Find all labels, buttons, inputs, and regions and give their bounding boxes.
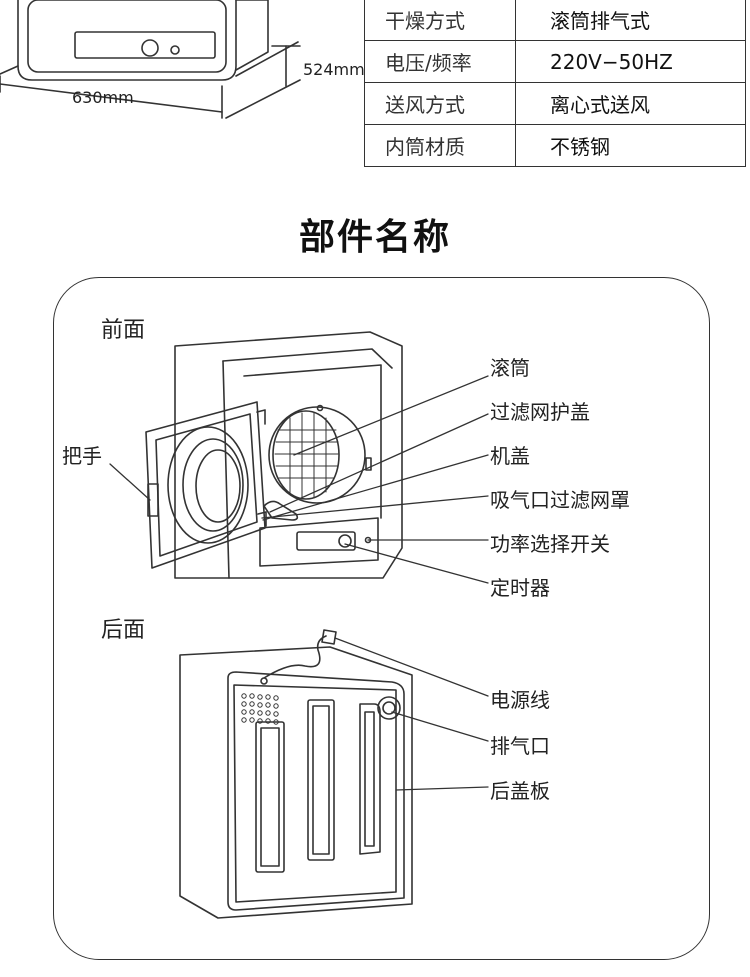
label-cover: 机盖 [490, 444, 530, 468]
label-handle: 把手 [62, 444, 102, 468]
front-dryer [145, 331, 403, 579]
label-power-cord: 电源线 [490, 688, 550, 712]
front-callout-lines [109, 375, 489, 584]
dryer-dimension-illustration [0, 0, 301, 119]
parts-panel [53, 277, 710, 960]
label-drum: 滚筒 [490, 356, 530, 380]
spec-key: 内筒材质 [364, 124, 516, 167]
spec-key: 送风方式 [364, 82, 516, 125]
width-dimension-label: 630mm [72, 88, 134, 107]
spec-key: 电压/频率 [364, 40, 516, 83]
spec-value: 220V−50HZ [515, 40, 746, 83]
spec-table: 干燥方式 滚筒排气式 电压/频率 220V−50HZ 送风方式 离心式送风 内筒… [364, 0, 746, 167]
depth-dimension-label: 524mm [303, 60, 365, 79]
front-section-title: 前面 [101, 318, 146, 343]
back-section-title: 后面 [101, 618, 146, 643]
spec-value: 离心式送风 [515, 82, 746, 125]
spec-value: 滚筒排气式 [515, 0, 746, 41]
label-filter-cover: 过滤网护盖 [490, 400, 590, 424]
spec-row: 干燥方式 滚筒排气式 [364, 0, 746, 41]
label-intake-filter: 吸气口过滤网罩 [490, 488, 630, 512]
back-callout-lines [334, 637, 489, 791]
label-exhaust: 排气口 [490, 734, 550, 758]
spec-key: 干燥方式 [364, 0, 516, 41]
back-dryer [179, 629, 413, 919]
spec-row: 电压/频率 220V−50HZ [364, 40, 746, 83]
label-back-panel: 后盖板 [490, 779, 550, 803]
label-power-switch: 功率选择开关 [490, 532, 610, 556]
label-timer: 定时器 [490, 576, 550, 600]
spec-row: 送风方式 离心式送风 [364, 82, 746, 125]
section-heading: 部件名称 [298, 217, 451, 258]
spec-value: 不锈钢 [515, 124, 746, 167]
spec-row: 内筒材质 不锈钢 [364, 124, 746, 167]
